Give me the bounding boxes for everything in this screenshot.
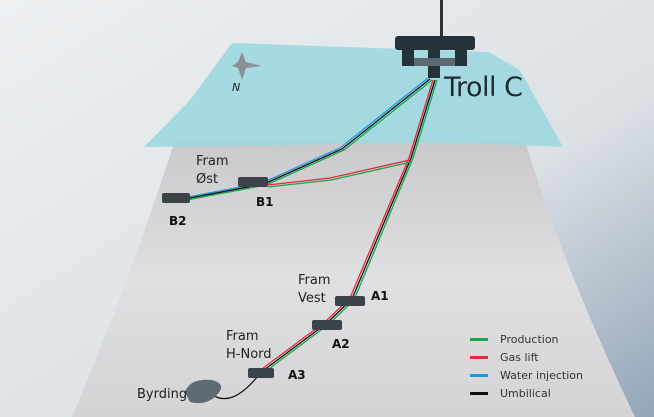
legend-item-umbilical: Umbilical (470, 384, 583, 402)
seabed (72, 140, 635, 417)
field-label-line: Fram (226, 329, 259, 344)
gas-lift-swatch-icon (470, 355, 488, 359)
water-injection-swatch-icon (470, 373, 488, 377)
template-label-b1: B1 (256, 195, 274, 209)
subsea-template-icons (162, 177, 365, 378)
template-a1-icon (335, 296, 365, 306)
field-label-line: Vest (298, 291, 326, 306)
template-label-b2: B2 (169, 214, 187, 228)
legend-item-water-injection: Water injection (470, 366, 583, 384)
template-a3-icon (248, 368, 274, 378)
legend-item-production: Production (470, 330, 583, 348)
template-label-a3: A3 (288, 368, 306, 382)
field-label-byrding: Byrding (137, 387, 188, 402)
oil-platform-icon (395, 0, 475, 78)
field-label-line: Fram (298, 273, 331, 288)
legend-label: Gas lift (500, 350, 539, 364)
sea-surface (144, 43, 563, 147)
field-label-fram-vest: Fram Vest (298, 273, 331, 306)
compass-north-label: N (232, 81, 241, 94)
platform-label: Troll C (444, 72, 523, 103)
legend: Production Gas lift Water injection Umbi… (470, 330, 583, 402)
pipeline-crossover (267, 159, 412, 188)
field-label-line: Øst (196, 172, 219, 187)
legend-item-gas-lift: Gas lift (470, 348, 583, 366)
pipeline-to-fram-ost (171, 77, 433, 203)
field-label-fram-h-nord: Fram H-Nord (226, 329, 272, 362)
template-b2-icon (162, 193, 190, 203)
template-a2-icon (312, 320, 342, 330)
field-label-line: Fram (196, 154, 229, 169)
byrding-reservoir (185, 379, 222, 404)
template-b1-icon (238, 177, 268, 187)
compass-rose-icon (232, 52, 262, 80)
field-label-line: H-Nord (226, 347, 272, 362)
field-label-fram-ost: Fram Øst (196, 154, 229, 187)
legend-label: Production (500, 332, 559, 346)
template-label-a1: A1 (371, 289, 389, 303)
umbilical-swatch-icon (470, 391, 488, 395)
legend-label: Umbilical (500, 386, 551, 400)
production-swatch-icon (470, 337, 488, 341)
template-label-a2: A2 (332, 337, 350, 351)
legend-label: Water injection (500, 368, 583, 382)
